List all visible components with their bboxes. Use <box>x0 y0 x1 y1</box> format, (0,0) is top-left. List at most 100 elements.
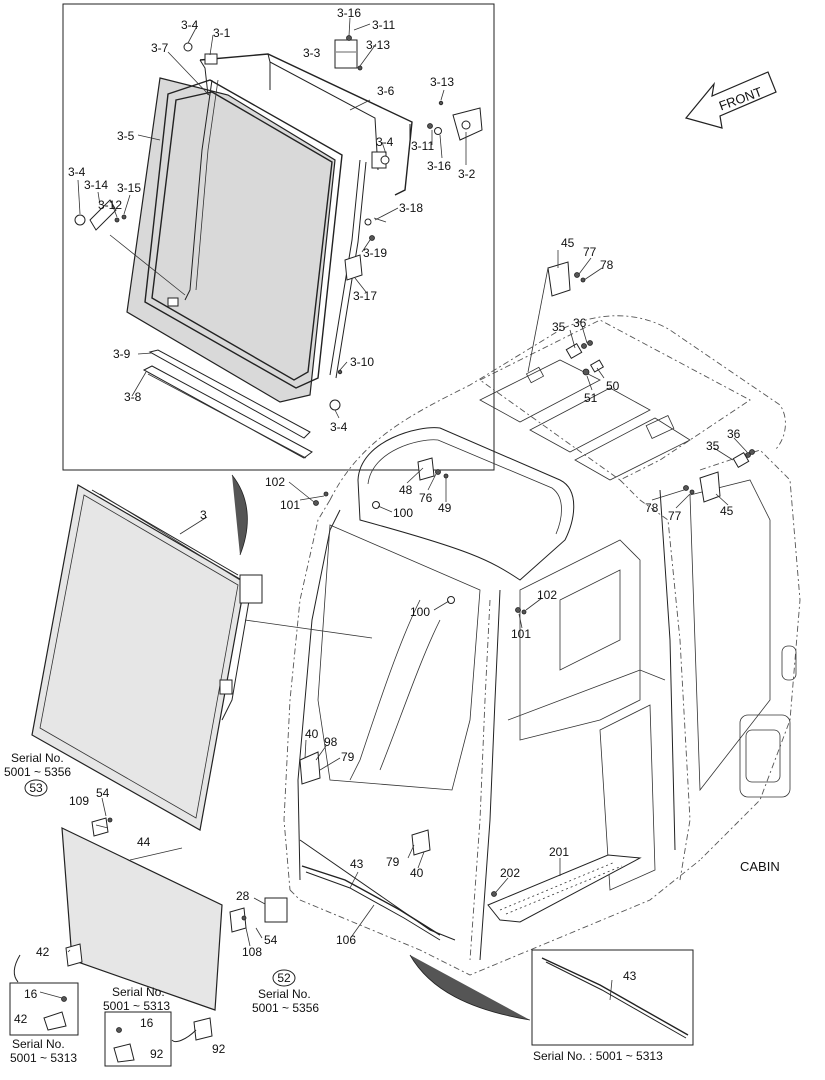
inset-border <box>62 3 495 471</box>
part-28 <box>264 897 288 923</box>
label-102: 102 <box>537 588 557 602</box>
glass-hardware <box>65 817 288 967</box>
bolt-3-4-left <box>74 214 86 226</box>
label-49: 49 <box>438 501 452 515</box>
label-35: 35 <box>706 439 720 453</box>
label-45: 45 <box>720 504 734 518</box>
label-43: 43 <box>350 857 364 871</box>
cabin-title: CABIN <box>740 859 780 874</box>
label-3-13: 3-13 <box>366 38 390 52</box>
label-3-16: 3-16 <box>337 6 361 20</box>
label-3-19: 3-19 <box>363 246 387 260</box>
cabin-hardware <box>299 261 755 897</box>
label-3-10: 3-10 <box>350 355 374 369</box>
rear-window-opening <box>689 479 771 792</box>
part-3-1 <box>204 53 218 65</box>
latch-3-3 <box>334 39 358 69</box>
bolt-3-4-bottom <box>329 399 341 411</box>
label-92: 92 <box>212 1042 226 1056</box>
label-54: 54 <box>96 786 110 800</box>
callout-52-label: 52 <box>277 971 291 985</box>
cabin-body <box>283 261 801 976</box>
serial-note-2-line2: 5001 ~ 5356 <box>252 1001 319 1015</box>
label-16: 16 <box>140 1016 154 1030</box>
label-76: 76 <box>419 491 433 505</box>
label-109: 109 <box>69 794 89 808</box>
roof-panel-3 <box>574 417 691 481</box>
label-3-8: 3-8 <box>124 390 142 404</box>
skylight-opening <box>357 427 575 581</box>
label-92: 92 <box>150 1047 164 1061</box>
inset-labels: 3-4 3-1 3-7 3-5 3-16 3-11 3-3 3-13 3-6 3… <box>68 6 476 434</box>
label-201: 201 <box>549 845 569 859</box>
label-28: 28 <box>236 889 250 903</box>
label-3-11: 3-11 <box>411 139 434 153</box>
inset-leaders <box>77 17 467 419</box>
label-101: 101 <box>511 627 531 641</box>
label-98: 98 <box>324 735 338 749</box>
label-54: 54 <box>264 933 278 947</box>
rear-lamp <box>781 645 797 681</box>
label-42: 42 <box>36 945 50 959</box>
serial-note-4-line2: 5001 ~ 5313 <box>103 999 170 1013</box>
serial-note-2-line1: Serial No. <box>258 987 311 1001</box>
label-40: 40 <box>410 866 424 880</box>
label-3: 3 <box>200 508 207 522</box>
label-50: 50 <box>606 379 620 393</box>
seal-43 <box>301 865 441 936</box>
label-40: 40 <box>305 727 319 741</box>
step-plate-201 <box>487 854 642 923</box>
label-102: 102 <box>265 475 285 489</box>
serial-note-1-line1: Serial No. <box>11 751 64 765</box>
window-frame-inner <box>151 91 333 381</box>
label-45: 45 <box>561 236 575 250</box>
label-36: 36 <box>727 427 741 441</box>
bottom-rail-3-9 <box>148 349 311 439</box>
label-3-17: 3-17 <box>353 289 377 303</box>
roof-panel-2 <box>529 387 651 453</box>
main-labels: 3 45 77 78 35 36 50 51 35 36 78 77 45 48… <box>14 236 780 1061</box>
label-35: 35 <box>552 320 566 334</box>
serial-note-1-line2: 5001 ~ 5356 <box>4 765 71 779</box>
label-202: 202 <box>500 866 520 880</box>
label-3-1: 3-1 <box>213 26 231 40</box>
label-48: 48 <box>399 483 413 497</box>
label-3-4: 3-4 <box>68 165 86 179</box>
label-3-13: 3-13 <box>430 75 454 89</box>
label-101: 101 <box>280 498 300 512</box>
detail-box-42 <box>9 954 79 1036</box>
label-3-15: 3-15 <box>117 181 141 195</box>
serial-note-3-line2: 5001 ~ 5313 <box>10 1051 77 1065</box>
window-frame-outer <box>144 79 343 389</box>
label-3-7: 3-7 <box>151 41 169 55</box>
front-arrow: FRONT <box>684 71 777 129</box>
upper-sash-rail <box>199 53 413 196</box>
label-3-3: 3-3 <box>303 46 321 60</box>
label-3-4: 3-4 <box>181 18 199 32</box>
label-3-16: 3-16 <box>427 159 451 173</box>
label-100: 100 <box>410 605 430 619</box>
bracket-3-17 <box>344 254 363 281</box>
roof-panel-1 <box>479 359 601 423</box>
callout-53 <box>24 779 48 797</box>
label-3-18: 3-18 <box>399 201 423 215</box>
detail-box-92 <box>104 1011 213 1067</box>
label-44: 44 <box>137 835 151 849</box>
label-3-6: 3-6 <box>377 84 395 98</box>
label-3-11: 3-11 <box>372 18 395 32</box>
serial-note-3-line1: Serial No. <box>12 1037 65 1051</box>
window-assembly-3 <box>31 474 373 831</box>
label-108: 108 <box>242 945 262 959</box>
label-3-5: 3-5 <box>117 129 135 143</box>
label-106: 106 <box>336 933 356 947</box>
callout-53-label: 53 <box>29 781 43 795</box>
label-42: 42 <box>14 1012 28 1026</box>
label-3-9: 3-9 <box>113 347 131 361</box>
main-leaders <box>67 250 748 1001</box>
label-51: 51 <box>584 391 598 405</box>
detail-box-43 <box>531 949 694 1046</box>
label-3-4: 3-4 <box>376 135 394 149</box>
label-3-4: 3-4 <box>330 420 348 434</box>
label-79: 79 <box>341 750 355 764</box>
